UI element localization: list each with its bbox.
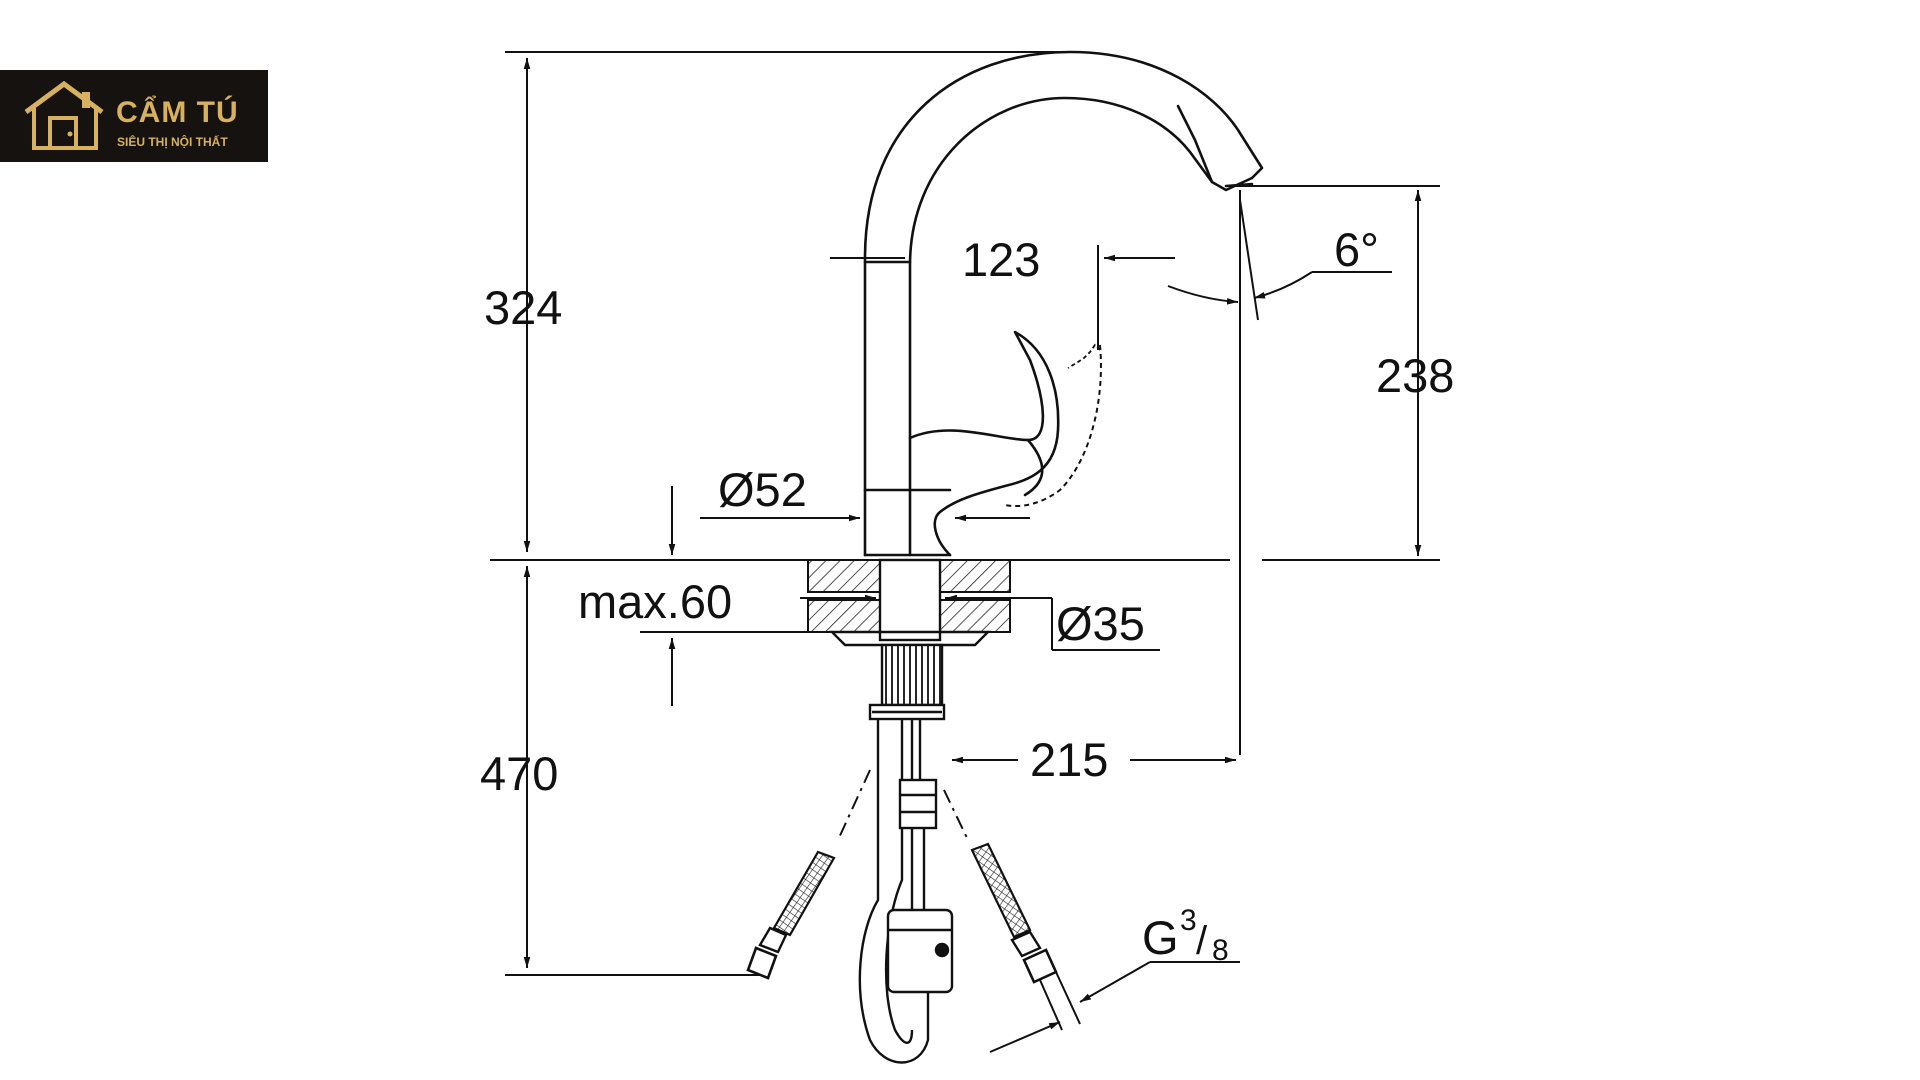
dim-deck-thickness: max.60 xyxy=(578,575,732,628)
handle-swing-path xyxy=(1004,344,1102,508)
deck-section xyxy=(490,558,1440,642)
svg-text:8: 8 xyxy=(1212,934,1229,967)
faucet-outline xyxy=(863,50,1264,557)
dim-hole-diameter: Ø35 xyxy=(1056,597,1145,650)
svg-text:/: / xyxy=(1196,919,1208,963)
dim-thread-size: G 3 / 8 xyxy=(1142,904,1229,967)
mounting-shank xyxy=(829,630,991,721)
svg-text:G: G xyxy=(1142,911,1179,964)
brand-name: CẨM TÚ xyxy=(116,96,239,129)
brand-tagline: SIÊU THỊ NỘI THẤT xyxy=(117,135,228,149)
dim-height-below-deck: 470 xyxy=(480,747,558,800)
dim-body-diameter: Ø52 xyxy=(718,463,807,516)
brand-logo: CẨM TÚ SIÊU THỊ NỘI THẤT xyxy=(0,70,268,162)
dimension-lines xyxy=(505,51,1440,1053)
dim-handle-reach: 123 xyxy=(962,233,1040,286)
supply-hoses xyxy=(746,769,1081,1031)
dim-height-above-deck: 324 xyxy=(484,281,562,334)
dim-spout-angle: 6° xyxy=(1334,223,1379,276)
hose-loop xyxy=(858,720,954,1064)
house-logo-icon xyxy=(24,80,104,150)
svg-text:3: 3 xyxy=(1180,904,1197,937)
dim-spout-reach: 215 xyxy=(1030,733,1108,786)
dim-spout-outlet-height: 238 xyxy=(1376,349,1454,402)
